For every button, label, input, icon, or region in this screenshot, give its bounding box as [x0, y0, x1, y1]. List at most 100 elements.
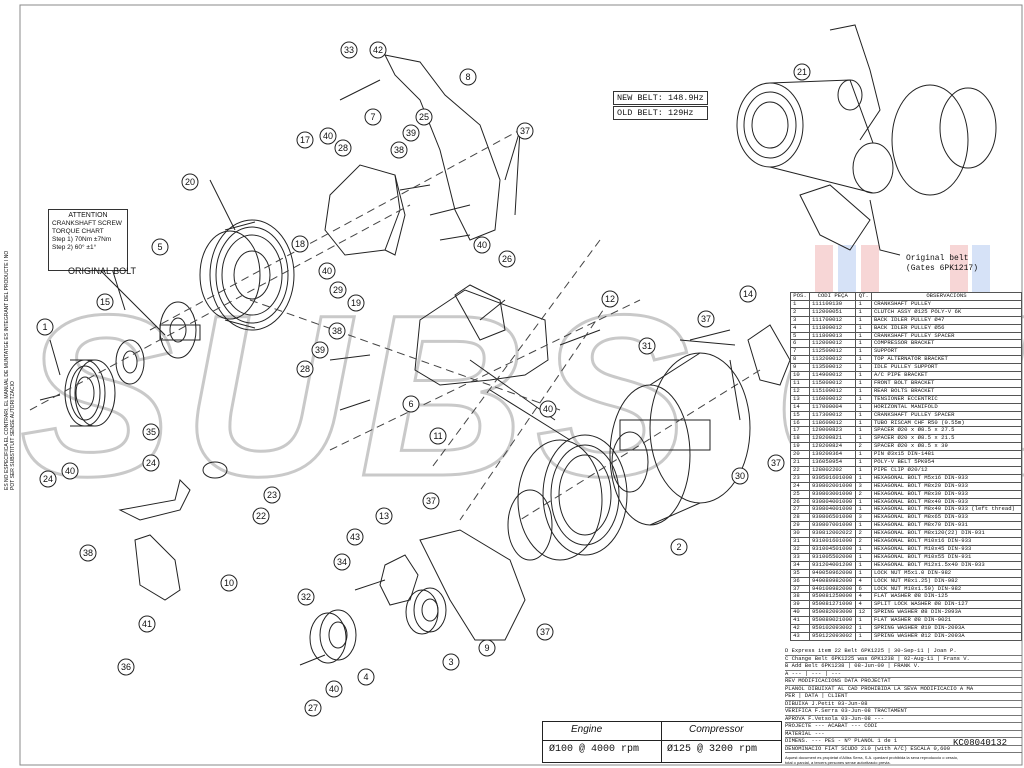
callout-30: 30	[731, 467, 749, 485]
bom-cell-code: 931005502000	[808, 552, 857, 562]
callout-10: 10	[220, 574, 238, 592]
bom-cell-code: 111100130	[808, 299, 857, 309]
modifications-list: D Express item 22 Belt 6PK1225 | 30-Sep-…	[785, 648, 1022, 753]
callout-40e: 40	[61, 462, 79, 480]
bom-cell-pos: 37	[790, 584, 810, 594]
bom-cell-pos: 35	[790, 568, 810, 578]
bom-cell-pos: 5	[790, 331, 810, 341]
bom-cell-notes: HEXAGONAL BOLT M8x20 DIN-933	[870, 481, 1023, 491]
engine-label: Engine	[571, 724, 603, 735]
bom-cell-pos: 16	[790, 418, 810, 428]
bom-cell-qty: 2	[855, 537, 872, 546]
bom-cell-pos: 3	[790, 315, 810, 325]
callout-9: 9	[478, 639, 496, 657]
svg-text:2: 2	[676, 542, 681, 552]
bom-cell-notes: CLUTCH ASSY Ø125 POLY-V 6K	[870, 307, 1023, 317]
callout-32: 32	[297, 588, 315, 606]
bom-cell-qty: 3	[855, 513, 872, 523]
bom-cell-code: 950082093000	[808, 608, 857, 618]
side-legal-note: ES NO ESPECIFICA EL CONTRARI, EL MANUAL …	[4, 250, 16, 490]
bom-cell-notes: POLY-V BELT 5PK954	[870, 458, 1023, 467]
svg-text:13: 13	[379, 511, 389, 521]
callout-4: 4	[357, 668, 375, 686]
callout-27: 27	[304, 699, 322, 717]
bom-cell-qty: 1	[855, 450, 872, 460]
bom-cell-notes: HEXAGONAL BOLT M8x70 DIN-931	[870, 521, 1023, 531]
bom-cell-code: 940100982000	[808, 584, 857, 594]
original-belt-line2: (Gates 6PK1217)	[906, 264, 979, 273]
svg-text:23: 23	[267, 490, 277, 500]
title-block-line: PLANOL DIBUIXAT AL CAD PROHIBIDA LA SEVA…	[785, 686, 1022, 693]
title-block-line: DIBUIXA J.Petit 03-Jun-08	[785, 701, 1022, 708]
callout-37c: 37	[422, 492, 440, 510]
callout-7: 7	[364, 108, 382, 126]
belt-frequency-box: NEW BELT: 148.9Hz OLD BELT: 129Hz	[613, 91, 708, 121]
bom-cell-qty: 1	[855, 299, 872, 309]
bom-cell-pos: 18	[790, 434, 810, 444]
bom-cell-notes: SPLIT LOCK WASHER Ø8 DIN-127	[870, 600, 1023, 610]
callout-38c: 38	[79, 544, 97, 562]
bom-cell-qty: 1	[855, 521, 872, 531]
bom-cell-qty: 1	[855, 307, 872, 317]
svg-text:18: 18	[295, 239, 305, 249]
bom-cell-qty: 2	[855, 489, 872, 499]
callout-37d: 37	[536, 623, 554, 641]
svg-text:38: 38	[394, 145, 404, 155]
callout-25: 25	[415, 108, 433, 126]
back-idler-pulley-4	[309, 609, 357, 664]
svg-text:5: 5	[157, 242, 162, 252]
bom-cell-pos: 38	[790, 592, 810, 602]
svg-text:37: 37	[520, 126, 530, 136]
callout-40d: 40	[539, 400, 557, 418]
bom-cell-pos: 27	[790, 505, 810, 515]
bom-cell-notes: HORIZONTAL MANIFOLD	[870, 402, 1023, 412]
callout-34: 34	[333, 553, 351, 571]
bom-cell-code: 117300012	[808, 410, 857, 420]
bom-cell-qty: 4	[855, 600, 872, 610]
title-block-line: PROJECTE --- ACABAT --- CODI	[785, 723, 1022, 731]
bom-cell-notes: HEXAGONAL BOLT M10x16 DIN-933	[870, 537, 1023, 546]
bom-cell-pos: 9	[790, 363, 810, 373]
bom-cell-qty: 1	[855, 552, 872, 562]
callout-22: 22	[252, 507, 270, 525]
drawing-number: KC08040132	[953, 738, 1008, 748]
bom-cell-notes: COMPRESSOR BRACKET	[870, 339, 1023, 349]
bom-cell-pos: 1	[790, 299, 810, 309]
callout-28b: 28	[296, 360, 314, 378]
svg-text:39: 39	[315, 345, 325, 355]
bom-cell-pos: 33	[790, 552, 810, 562]
bom-cell-code: 113200012	[808, 355, 857, 365]
bom-cell-code: 950122093002	[808, 631, 857, 641]
bom-cell-qty: 1	[855, 631, 872, 641]
svg-text:37: 37	[540, 627, 550, 637]
callout-43: 43	[346, 528, 364, 546]
clutch-pulley-2	[507, 434, 628, 561]
bom-cell-qty: 1	[855, 331, 872, 341]
callout-5: 5	[151, 238, 169, 256]
svg-text:9: 9	[484, 643, 489, 653]
ac-pipe-bracket-10	[134, 534, 181, 601]
crankshaft-pulley-1	[64, 359, 116, 427]
compressor-label: Compressor	[689, 724, 744, 735]
original-bolt-label: ORIGINAL BOLT	[68, 266, 137, 276]
bom-cell-pos: 10	[790, 371, 810, 380]
callout-28: 28	[334, 139, 352, 157]
title-block-line: APROVA F.Vetsola 03-Jun-08 ---	[785, 716, 1022, 723]
bom-cell-code: 114900012	[808, 371, 857, 380]
svg-text:8: 8	[465, 72, 470, 82]
bom-cell-code: 930804001000	[808, 497, 857, 507]
svg-text:40: 40	[65, 466, 75, 476]
bom-cell-pos: 7	[790, 347, 810, 357]
